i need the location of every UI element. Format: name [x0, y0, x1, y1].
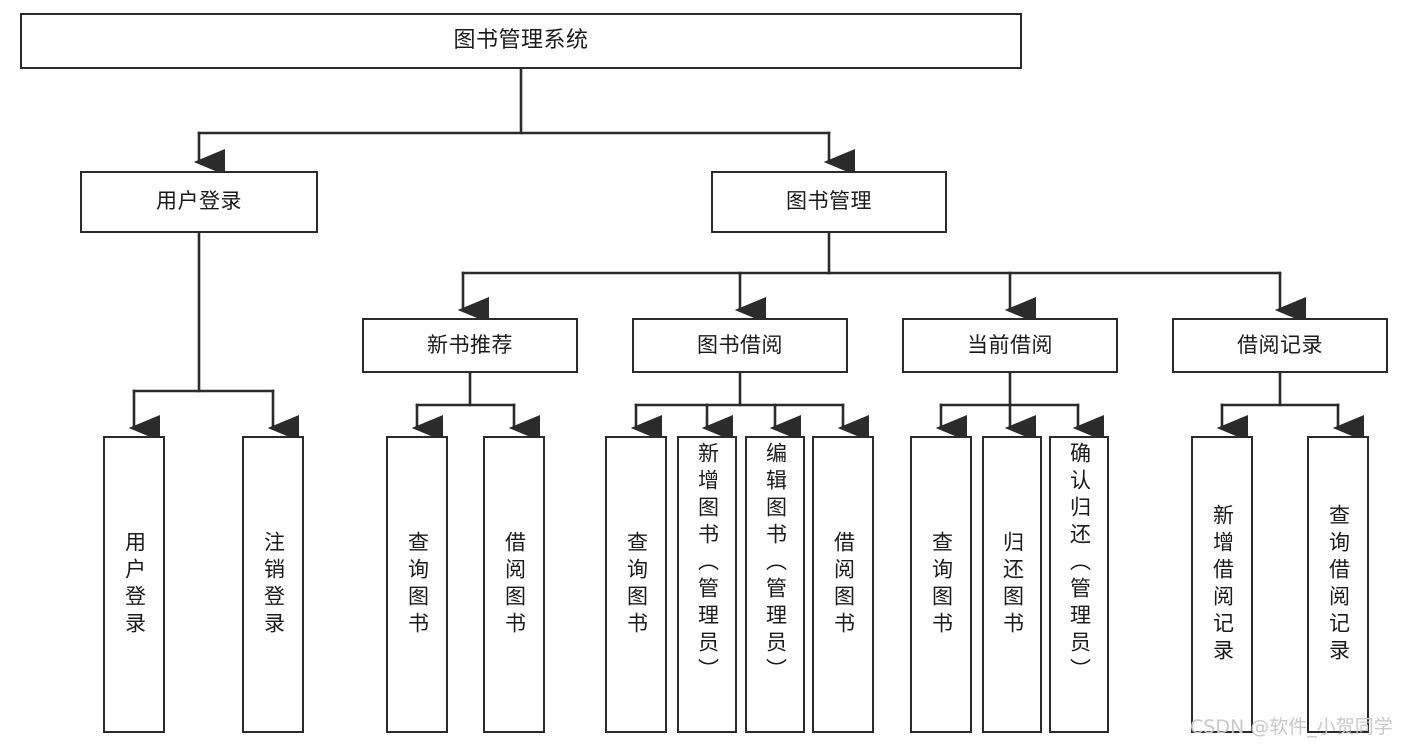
leaf-newbook-borrow-book[interactable]: 借阅图书 [483, 436, 545, 733]
leaf-record-add-record[interactable]: 新增借阅记录 [1191, 436, 1253, 733]
node-label: 当前借阅 [967, 332, 1053, 357]
node-label: 编辑图书（管理员） [763, 442, 788, 685]
node-label: 借阅图书 [831, 530, 856, 639]
leaf-user-login-signout[interactable]: 注销登录 [242, 436, 304, 733]
node-borrow-record[interactable]: 借阅记录 [1172, 318, 1388, 373]
node-label: 查询借阅记录 [1326, 503, 1351, 666]
leaf-record-query-record[interactable]: 查询借阅记录 [1307, 436, 1369, 733]
node-user-login[interactable]: 用户登录 [80, 171, 318, 233]
node-book-borrow[interactable]: 图书借阅 [632, 318, 848, 373]
node-label: 新书推荐 [427, 332, 513, 357]
node-label: 新增借阅记录 [1210, 503, 1235, 666]
node-current-borrow[interactable]: 当前借阅 [902, 318, 1118, 373]
csdn-watermark: CSDN @软件_小贺同学 [1190, 716, 1393, 738]
node-label: 图书管理系统 [453, 27, 589, 53]
node-label: 确认归还（管理员） [1067, 442, 1092, 685]
leaf-borrow-borrow-book[interactable]: 借阅图书 [812, 436, 874, 733]
node-new-book-recommend[interactable]: 新书推荐 [362, 318, 578, 373]
node-label: 用户登录 [122, 530, 147, 639]
leaf-current-confirm-return-admin[interactable]: 确认归还（管理员） [1049, 436, 1109, 733]
leaf-borrow-add-book-admin[interactable]: 新增图书（管理员） [677, 436, 737, 733]
node-label: 借阅图书 [502, 530, 527, 639]
node-label: 归还图书 [1000, 530, 1025, 639]
node-label: 借阅记录 [1237, 332, 1323, 357]
node-book-management[interactable]: 图书管理 [711, 171, 947, 233]
node-label: 图书管理 [786, 189, 872, 214]
node-label: 新增图书（管理员） [695, 442, 720, 685]
node-label: 查询图书 [624, 530, 649, 639]
leaf-current-query-book[interactable]: 查询图书 [910, 436, 972, 733]
node-label: 图书借阅 [697, 332, 783, 357]
node-label: 查询图书 [929, 530, 954, 639]
node-root-book-management-system[interactable]: 图书管理系统 [20, 13, 1022, 69]
node-label: 查询图书 [405, 530, 430, 639]
leaf-newbook-query-book[interactable]: 查询图书 [386, 436, 448, 733]
leaf-borrow-query-book[interactable]: 查询图书 [605, 436, 667, 733]
leaf-user-login-signin[interactable]: 用户登录 [103, 436, 165, 733]
leaf-borrow-edit-book-admin[interactable]: 编辑图书（管理员） [745, 436, 805, 733]
leaf-current-return-book[interactable]: 归还图书 [982, 436, 1042, 733]
node-label: 注销登录 [261, 530, 286, 639]
node-label: 用户登录 [156, 189, 242, 214]
